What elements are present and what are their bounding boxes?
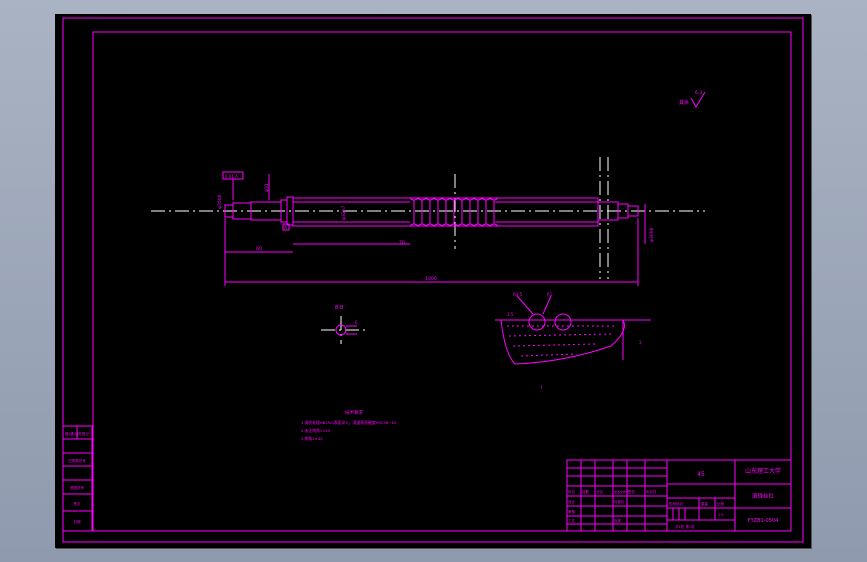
title-block: 标记 处数 分区 更改文件号 签名 年月日 设计 审核 工艺 标准化 批准 45… bbox=[566, 459, 792, 532]
side-registration-table: 借(通)用件登记 旧底图总号 底图总号 签字 日期 bbox=[62, 425, 93, 532]
technical-notes: 技术要求 1.调质处理HB250,表面淬火，滚道表面硬度HRC58~62 2.未… bbox=[301, 409, 397, 441]
arc-r-dim: R3.5 bbox=[513, 292, 523, 297]
diameter-4-dim: φ30h6 bbox=[649, 227, 655, 242]
side-label-1: 旧底图总号 bbox=[68, 458, 86, 463]
header-cell-0: 标记 bbox=[568, 489, 576, 494]
ball-thread bbox=[409, 197, 499, 227]
header-cell-5: 年月日 bbox=[646, 489, 657, 494]
detail-label: I bbox=[541, 385, 542, 391]
role-standard: 标准化 bbox=[614, 499, 625, 504]
diameter-3-dim: φ35h6 bbox=[217, 194, 223, 209]
drawing-sheet: 借(通)用件登记 旧底图总号 底图总号 签字 日期 其余 6.3 bbox=[55, 14, 811, 548]
outer-frame bbox=[62, 17, 804, 543]
detail-view: R3.5 R1 1.5 3 I bbox=[495, 292, 651, 391]
chamfer-dim: 1.5 bbox=[507, 312, 514, 317]
overall-length-dim: 1000 bbox=[425, 276, 437, 282]
note-1: 1.调质处理HB250,表面淬火，滚道表面硬度HRC58~62 bbox=[301, 420, 397, 425]
detail-depth-dim: 3 bbox=[639, 340, 642, 345]
role-process: 工艺 bbox=[568, 518, 576, 523]
header-cell-1: 处数 bbox=[582, 489, 590, 494]
part-name: 滚珠丝杠 bbox=[752, 492, 775, 500]
section-dim: 6 bbox=[355, 320, 358, 325]
scale-label: 比例 bbox=[717, 501, 725, 506]
groove-length-dim: 70 bbox=[399, 240, 405, 246]
inner-frame bbox=[92, 31, 792, 532]
material-text: 45 bbox=[697, 471, 705, 478]
diameter-2-dim: φ32h7 bbox=[341, 205, 347, 220]
weight-label: 重量 bbox=[701, 501, 709, 506]
datum-label: A bbox=[284, 225, 287, 230]
header-cell-4: 签名 bbox=[628, 489, 635, 494]
school-name: 山东理工大学 bbox=[745, 467, 781, 475]
scale-value: 1:5 bbox=[718, 513, 724, 517]
note-3: 3.倒角2×45 bbox=[301, 436, 323, 441]
header-cell-2: 分区 bbox=[596, 489, 604, 494]
drawing-number: FYZB1-0504 bbox=[748, 518, 779, 524]
sheet-info: 共1张 第1张 bbox=[675, 524, 695, 529]
left-step-dim: 60 bbox=[256, 246, 262, 252]
notes-heading: 技术要求 bbox=[345, 409, 363, 416]
roughness-value: 6.3 bbox=[695, 90, 702, 96]
note-2: 2.未注倒角1×45 bbox=[301, 428, 331, 433]
cad-drawing: 借(通)用件登记 旧底图总号 底图总号 签字 日期 其余 6.3 bbox=[62, 17, 804, 543]
arc-r2-dim: R1 bbox=[547, 292, 553, 297]
roughness-label: 其余 bbox=[679, 99, 689, 106]
side-label-2: 底图总号 bbox=[70, 485, 84, 490]
side-label-4: 日期 bbox=[74, 519, 81, 524]
side-label-3: 签字 bbox=[74, 501, 81, 506]
role-check: 审核 bbox=[568, 509, 576, 514]
roughness-symbol: 其余 6.3 bbox=[679, 90, 706, 108]
tolerance-frame-text: 0.01 A bbox=[225, 174, 238, 179]
header-cell-3: 更改文件号 bbox=[614, 489, 629, 494]
section-view: B-B 6 bbox=[321, 305, 367, 344]
role-approve: 批准 bbox=[614, 518, 622, 523]
side-label-0: 借(通)用件登记 bbox=[65, 431, 89, 436]
section-label: B-B bbox=[335, 305, 344, 311]
diameter-1-dim: φ31 bbox=[264, 183, 270, 192]
role-design: 设计 bbox=[568, 499, 576, 504]
mark-label: 阶段标记 bbox=[669, 501, 683, 506]
shaft-main-view: 1000 60 70 φ31 φ32h7 φ35h6 φ30h6 0.01 A … bbox=[151, 157, 705, 286]
